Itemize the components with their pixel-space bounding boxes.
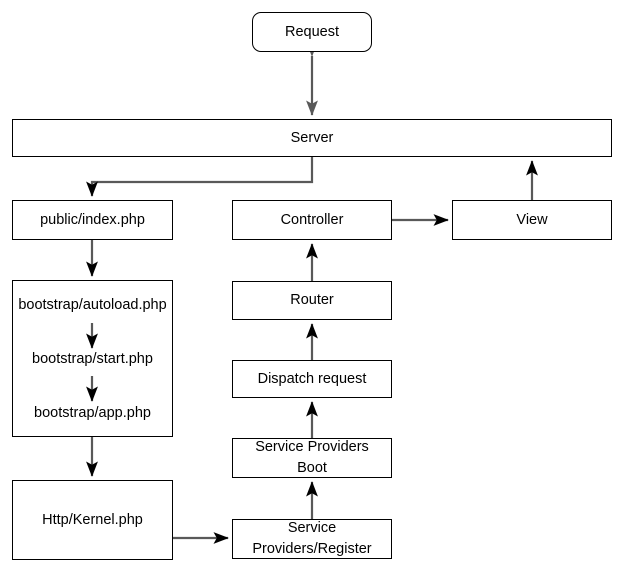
node-view[interactable]: View [452,200,612,240]
node-service-providers-boot-label: Service Providers Boot [255,439,369,476]
node-dispatch-request[interactable]: Dispatch request [232,360,392,398]
node-public-index-php[interactable]: public/index.php [12,200,173,240]
node-request-label: Request [284,23,339,40]
node-router[interactable]: Router [232,281,392,320]
node-dispatch-request-label: Dispatch request [257,370,367,387]
node-service-providers-register-label: Service Providers/Register [252,520,372,557]
node-bootstrap-start-php[interactable]: bootstrap/start.php [13,349,172,370]
node-view-label: View [516,211,548,228]
node-bootstrap-chain[interactable]: bootstrap/autoload.php bootstrap/start.p… [12,280,173,437]
node-bootstrap-app-php[interactable]: bootstrap/app.php [13,403,172,424]
node-service-providers-boot[interactable]: Service Providers Boot [232,438,392,478]
node-http-kernel-php-label: Http/Kernel.php [42,511,143,528]
node-server-label: Server [290,129,334,146]
node-server[interactable]: Server [12,119,612,157]
node-bootstrap-app-php-label: bootstrap/app.php [34,405,151,422]
node-router-label: Router [290,292,334,309]
node-service-providers-register[interactable]: Service Providers/Register [232,519,392,559]
node-bootstrap-autoload-php-label: bootstrap/autoload.php [18,297,167,313]
node-controller-label: Controller [280,211,344,228]
node-http-kernel-php[interactable]: Http/Kernel.php [12,480,173,560]
node-bootstrap-autoload-php[interactable]: bootstrap/autoload.php [13,295,172,316]
edge-server-public-index [86,157,314,197]
node-controller[interactable]: Controller [232,200,392,240]
node-public-index-php-label: public/index.php [40,211,145,228]
node-request[interactable]: Request [252,12,372,52]
node-bootstrap-start-php-label: bootstrap/start.php [32,351,153,368]
